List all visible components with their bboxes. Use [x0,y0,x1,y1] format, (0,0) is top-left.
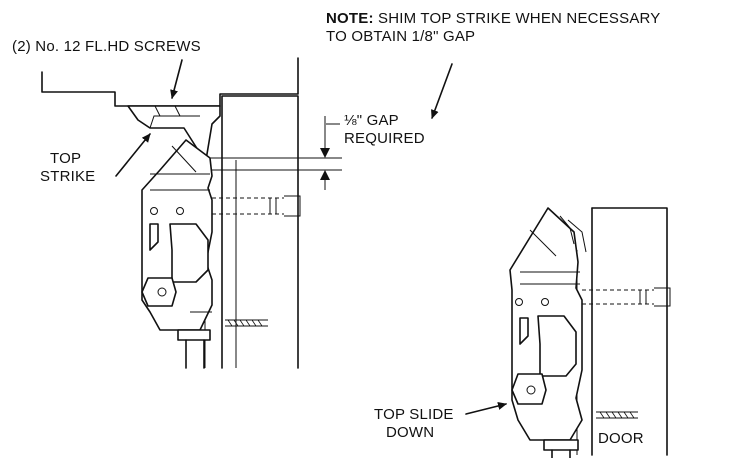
header-frame [41,57,299,107]
gap-label-line-1: ⅛" GAP [344,112,399,129]
note-bold: NOTE: [326,10,374,27]
lock-body-left [141,139,213,331]
screw-slots [154,105,181,117]
screws-arrow [170,59,183,99]
door-left [204,95,299,369]
lock-body-right [509,207,587,441]
note-line-2: TO OBTAIN 1/8" GAP [326,28,476,45]
right-rod [543,439,579,458]
top-slide-arrow [465,402,507,415]
note-line-1-text: SHIM TOP STRIKE WHEN NECESSARY [373,10,661,27]
note-line-1: NOTE: SHIM TOP STRIKE WHEN NECESSARY [326,10,661,27]
left-bolt [212,195,301,327]
gap-dimension [206,116,342,190]
top-strike-label-line-1: TOP [50,150,82,167]
note-arrow [431,63,453,119]
right-bolt [582,287,671,419]
top-strike [127,105,221,161]
top-slide-label-line-1: TOP SLIDE [374,406,454,423]
left-rod [177,329,211,369]
top-strike-label-line-2: STRIKE [40,168,96,185]
door-label: DOOR [598,430,644,447]
screws-label: (2) No. 12 FL.HD SCREWS [12,38,201,55]
top-slide-label-line-2: DOWN [386,424,435,441]
top-strike-arrow [115,133,151,177]
gap-label-line-2: REQUIRED [344,130,425,147]
